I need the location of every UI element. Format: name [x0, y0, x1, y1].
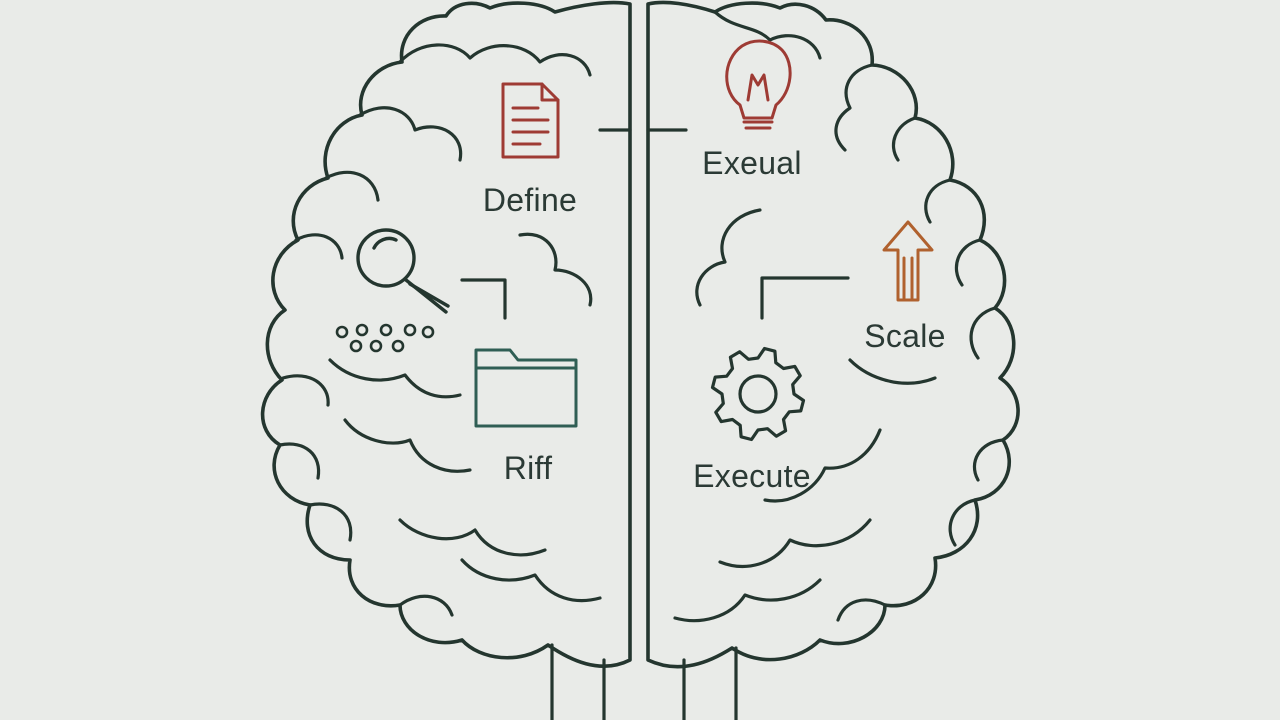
left-fold — [308, 502, 353, 542]
label-scale: Scale — [864, 318, 946, 354]
right-fold — [718, 518, 872, 568]
right-fold — [834, 63, 874, 152]
left-fold — [460, 278, 507, 320]
left-fold — [398, 518, 547, 557]
right-fold — [948, 498, 977, 547]
right-fold — [673, 578, 822, 623]
left-fold — [398, 43, 592, 77]
right-hemisphere — [646, 0, 1020, 669]
dots-icon — [335, 323, 435, 353]
left-fold — [343, 418, 472, 473]
right-fold — [713, 10, 822, 60]
left-fold — [460, 558, 602, 603]
right-fold — [972, 438, 1005, 482]
label-exeual: Exeual — [702, 145, 802, 181]
right-fold — [760, 276, 850, 320]
right-fold — [969, 306, 997, 360]
left-fold — [278, 442, 321, 480]
gear-icon — [710, 346, 806, 442]
brain-stem — [550, 643, 738, 720]
label-define: Define — [482, 182, 578, 218]
left-fold — [358, 106, 463, 162]
left-fold — [328, 358, 462, 399]
left-fold — [518, 232, 593, 307]
right-fold — [848, 358, 937, 385]
right-fold — [695, 208, 762, 307]
label-execute: Execute — [693, 458, 811, 494]
label-riff: Riff — [503, 450, 553, 486]
right-fold — [763, 428, 882, 503]
right-fold — [924, 178, 952, 224]
left-fold — [324, 170, 380, 202]
right-fold — [892, 116, 917, 162]
document-icon — [501, 82, 560, 159]
right-fold — [836, 598, 887, 622]
arrow-up-icon — [882, 220, 934, 302]
left-fold — [398, 594, 454, 617]
lightbulb-icon — [725, 39, 792, 130]
left-fold — [281, 374, 330, 407]
left-fold — [294, 233, 344, 260]
folder-icon — [474, 348, 578, 428]
magnifier-icon — [356, 228, 450, 314]
left-hemisphere — [260, 0, 632, 669]
right-fold — [954, 238, 982, 287]
